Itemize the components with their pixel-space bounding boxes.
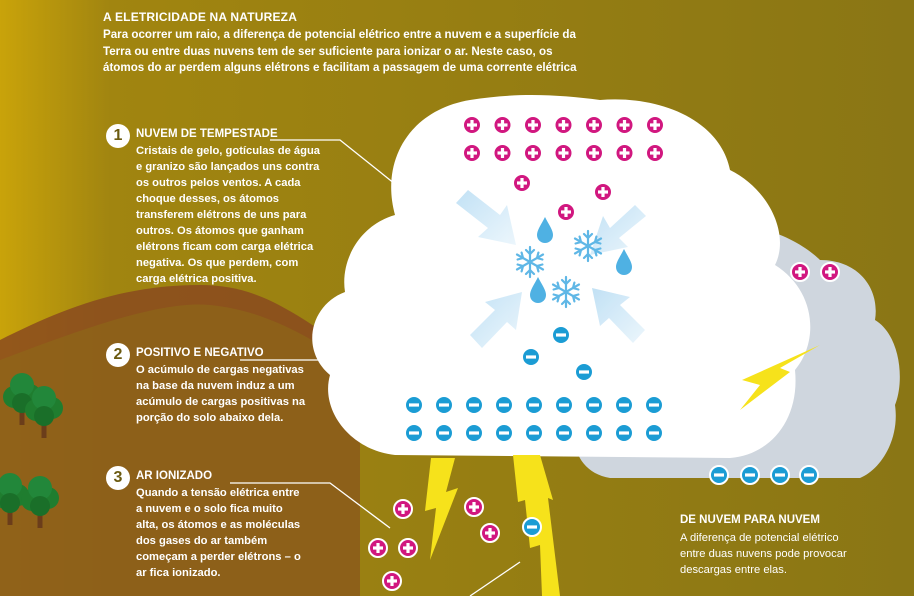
positive-charge-icon [645, 115, 665, 135]
negative-charge-icon [644, 423, 664, 443]
positive-charge-icon [480, 523, 500, 543]
negative-charge-icon [644, 395, 664, 415]
positive-charge-icon [584, 115, 604, 135]
positive-charge-icon [492, 115, 513, 135]
negative-charge-icon [494, 423, 514, 443]
negative-charge-icon [551, 325, 571, 345]
positive-charge-icon [820, 262, 840, 282]
side-note-body: A diferença de potencial elétrico entre … [680, 532, 847, 576]
positive-charge-icon [464, 497, 484, 517]
negative-charge-icon [522, 517, 542, 537]
negative-charge-icon [574, 362, 594, 382]
positive-charge-icon [584, 143, 604, 163]
lightning-bolt-icon [425, 458, 458, 560]
leader-lines [230, 139, 521, 596]
lightning-bolt-icon [740, 345, 820, 410]
positive-charge-icon [512, 173, 532, 193]
negative-charge-icon [799, 465, 819, 485]
negative-charge-icon [614, 423, 634, 443]
negative-charge-icon [404, 395, 424, 415]
negative-charge-icon [614, 395, 634, 415]
page-title: A ELETRICIDADE NA NATUREZA [103, 10, 298, 24]
negative-charge-icon [521, 347, 541, 367]
negative-charge-icon [404, 423, 424, 443]
negative-charge-icon [524, 423, 544, 443]
negative-charge-icon [434, 423, 454, 443]
positive-charge-icon [553, 143, 574, 163]
negative-charge-icon [740, 465, 760, 485]
side-note-title: DE NUVEM PARA NUVEM [680, 514, 820, 526]
positive-charge-icon [462, 115, 482, 135]
negative-charge-icon [554, 395, 574, 415]
negative-charge-icon [770, 465, 790, 485]
negative-charge-icon [434, 395, 454, 415]
positive-charge-icon [614, 115, 635, 135]
negative-charge-icon [709, 465, 729, 485]
wind-arrow-icon [456, 190, 516, 245]
step-badge-1: 1 [106, 124, 130, 148]
main-cloud [312, 95, 811, 458]
negative-charge-icon [584, 423, 604, 443]
section-1-body: Cristais de gelo, gotículas de água e gr… [136, 145, 321, 285]
negative-charge-icon [464, 423, 484, 443]
negative-charge-icon [464, 395, 484, 415]
wind-arrows [456, 190, 646, 348]
step-badge-3: 3 [106, 466, 130, 490]
positive-charge-icon [645, 143, 665, 163]
section-3-title: AR IONIZADO [136, 470, 213, 482]
section-2-body: O acúmulo de cargas negativas na base da… [136, 364, 306, 424]
wind-arrow-icon [470, 292, 522, 348]
positive-charge-icon [398, 538, 418, 558]
wind-arrow-icon [590, 205, 646, 255]
positive-charge-icon [790, 262, 810, 282]
positive-charge-icon [556, 202, 576, 222]
negative-charge-icon [584, 395, 604, 415]
step-badge-2: 2 [106, 343, 130, 367]
section-2-title: POSITIVO E NEGATIVO [136, 347, 264, 359]
positive-charge-icon [393, 499, 413, 519]
intro-text: Para ocorrer um raio, a diferença de pot… [103, 28, 577, 74]
positive-charge-icon [462, 143, 482, 163]
negative-charge-icon [494, 395, 514, 415]
positive-charge-icon [593, 182, 613, 202]
positive-charge-icon [492, 143, 513, 163]
positive-charge-icon [523, 115, 543, 135]
positive-charge-icon [614, 143, 635, 163]
wind-arrow-icon [592, 288, 645, 343]
section-3-body: Quando a tensão elétrica entre a nuvem e… [136, 487, 301, 579]
positive-charge-icon [382, 571, 402, 591]
positive-charge-icon [368, 538, 388, 558]
positive-charge-icon [553, 115, 574, 135]
section-1-title: NUVEM DE TEMPESTADE [136, 128, 278, 140]
negative-charge-icon [524, 395, 544, 415]
negative-charge-icon [554, 423, 574, 443]
positive-charge-icon [523, 143, 543, 163]
